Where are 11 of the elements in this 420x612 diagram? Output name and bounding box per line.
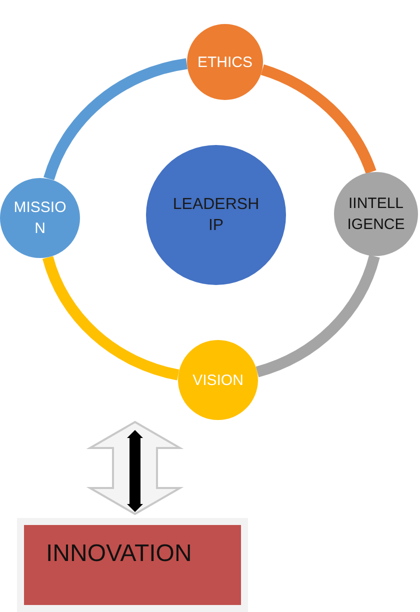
- ring-arc: [256, 254, 380, 378]
- process-box: [17, 518, 248, 612]
- ring-arc: [260, 64, 376, 174]
- node-label: INNOVATION: [46, 539, 193, 569]
- node-label: ETHICS: [196, 52, 254, 72]
- node-label: MISSION: [12, 198, 68, 239]
- ring-arc: [42, 256, 180, 380]
- ring-arc: [44, 58, 188, 181]
- node-label: IINTELLIGENCE: [347, 194, 405, 235]
- node-label: LEADERSHIP: [172, 195, 260, 236]
- node-label: VISION: [192, 370, 244, 390]
